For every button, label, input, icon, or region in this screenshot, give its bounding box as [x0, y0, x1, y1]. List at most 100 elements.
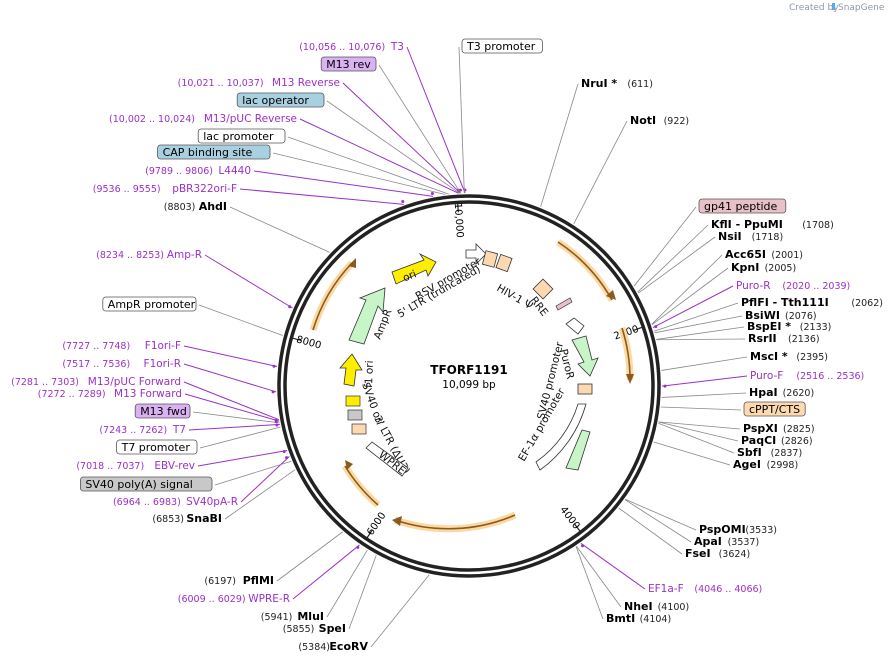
- leader-line: [653, 441, 731, 466]
- site-label-s12[interactable]: RsrII(2136): [748, 332, 820, 345]
- enzyme-name: BspEI *: [747, 320, 791, 333]
- site-label-s9[interactable]: PflFI - Tth111I(2062): [741, 296, 883, 309]
- site-label-s30[interactable]: WPRE-R(6009 .. 6029): [178, 593, 290, 605]
- leader-line: [576, 546, 622, 608]
- site-label-s46[interactable]: pBR322ori-F(9536 .. 9555): [93, 183, 237, 195]
- enzyme-name: NsiI: [718, 230, 742, 243]
- site-label-s27[interactable]: EcoRV(5384): [298, 640, 368, 653]
- site-label-s26[interactable]: BmtI(4104): [606, 612, 671, 625]
- site-label-s25[interactable]: NheI(4100): [624, 600, 689, 613]
- site-label-s43[interactable]: AmpR promoter: [102, 296, 197, 312]
- site-label-s10[interactable]: BsiWI(2076): [745, 309, 817, 322]
- site-label-s5[interactable]: NsiI(1718): [718, 230, 783, 243]
- site-label-s22[interactable]: ApaI(3537): [694, 535, 759, 548]
- arrowhead-2: [626, 374, 634, 384]
- site-label-s14[interactable]: Puro-F(2516 .. 2536): [750, 370, 864, 382]
- site-label-s54[interactable]: T3(10,056 .. 10,076): [299, 41, 404, 53]
- site-label-s33[interactable]: SV40pA-R(6964 .. 6983): [113, 496, 238, 508]
- ltr-box-1: [481, 250, 499, 268]
- site-label-s16[interactable]: cPPT/CTS: [743, 401, 806, 417]
- leader-line: [656, 338, 746, 341]
- site-label-s7[interactable]: KpnI(2005): [731, 261, 796, 274]
- primer-name: M13/pUC Forward: [88, 376, 181, 388]
- feature-box-label: lac operator: [242, 94, 309, 107]
- site-label-s42[interactable]: F1ori-F(7727 .. 7748): [62, 340, 181, 352]
- leader-line: [326, 549, 368, 618]
- primer-name: Puro-F: [750, 370, 783, 382]
- feature-box-label: cPPT/CTS: [749, 403, 800, 416]
- feature-box: [80, 476, 213, 492]
- site-label-s15[interactable]: HpaI(2620): [749, 386, 814, 399]
- site-label-s38[interactable]: M13 fwd: [134, 403, 191, 419]
- site-label-s24[interactable]: EF1a-F (4046 .. 4066): [648, 583, 762, 595]
- site-label-s50[interactable]: M13/pUC Reverse(10,002 .. 10,024): [109, 113, 297, 125]
- leader-line: [287, 136, 449, 195]
- site-label-s6[interactable]: Acc65I(2001): [725, 248, 803, 261]
- primer-name: Puro-R: [736, 280, 771, 292]
- site-label-s36[interactable]: T7 promoter: [116, 439, 198, 455]
- site-label-s4[interactable]: KflI - PpuMI(1708): [711, 218, 834, 231]
- enzyme-name: PspXI: [743, 422, 778, 435]
- site-label-s8[interactable]: Puro-R(2020 .. 2039): [736, 280, 850, 292]
- enzyme-position: (5941): [261, 612, 293, 623]
- site-label-s31[interactable]: PflMI(6197): [204, 574, 274, 587]
- tick-mark: [457, 202, 459, 213]
- enzyme-position: (4104): [640, 614, 672, 625]
- leader-line: [625, 498, 697, 531]
- leader-line: [540, 83, 579, 207]
- site-label-s48[interactable]: CAP binding site: [157, 144, 271, 160]
- leader-line: [661, 392, 747, 398]
- site-label-s45[interactable]: AhdI(8803): [164, 200, 227, 213]
- primer-name: EF1a-F: [648, 583, 684, 595]
- site-label-s55[interactable]: T3 promoter: [461, 38, 543, 54]
- site-label-s47[interactable]: L4440(9789 .. 9806): [145, 165, 251, 177]
- tick-mark: [574, 523, 582, 533]
- leader-line: [198, 304, 283, 336]
- enzyme-name: PspOMI: [699, 523, 746, 536]
- site-label-s28[interactable]: SpeI(5855): [283, 622, 346, 635]
- ampr-arrow: [348, 287, 386, 345]
- site-label-s13[interactable]: MscI *(2395): [750, 350, 828, 363]
- enzyme-position: (5855): [283, 624, 315, 635]
- primer-position: (4046 .. 4066): [694, 584, 762, 595]
- site-label-s51[interactable]: lac operator: [236, 92, 325, 108]
- leader-line: [654, 315, 743, 334]
- site-label-s18[interactable]: PaqCI(2826): [741, 434, 813, 447]
- leader-line: [624, 499, 692, 543]
- site-label-s29[interactable]: MluI(5941): [261, 610, 324, 623]
- site-label-s34[interactable]: SV40 poly(A) signal: [80, 476, 213, 492]
- site-label-s37[interactable]: T7(7243 .. 7262): [99, 424, 186, 436]
- leader-line: [229, 206, 330, 253]
- orf-arrowheads: [345, 258, 634, 526]
- site-label-s17[interactable]: PspXI(2825): [743, 422, 815, 435]
- primer-position: (7281 .. 7303): [11, 377, 79, 388]
- leader-line: [239, 188, 404, 205]
- feature-box: [743, 401, 806, 417]
- enzyme-position: (2395): [796, 352, 828, 363]
- site-label-s35[interactable]: EBV-rev(7018 .. 7037): [76, 460, 195, 472]
- site-label-s20[interactable]: AgeI(2998): [733, 458, 798, 471]
- site-label-s39[interactable]: M13 Forward(7272 .. 7289): [38, 388, 182, 400]
- site-label-s19[interactable]: SbfI(2837): [737, 446, 802, 459]
- leader-line: [618, 507, 683, 555]
- leader-line: [184, 393, 280, 422]
- leader-line: [214, 460, 292, 486]
- ef1a-green-arrow: [565, 429, 591, 471]
- site-label-s3[interactable]: gp41 peptide: [698, 198, 787, 214]
- leader-line: [342, 82, 461, 194]
- site-label-s23[interactable]: FseI(3624): [685, 547, 750, 560]
- primer-name: F1ori-F: [145, 340, 181, 352]
- site-label-s32[interactable]: SnaBI(6853): [152, 512, 222, 525]
- site-label-s21[interactable]: PspOMI(3533): [699, 523, 777, 536]
- site-label-s44[interactable]: Amp-R(8234 .. 8253): [96, 249, 202, 261]
- site-label-s40[interactable]: M13/pUC Forward (7281 .. 7303): [11, 376, 181, 388]
- site-label-s11[interactable]: BspEI *(2133): [747, 320, 831, 333]
- site-label-s41[interactable]: F1ori-R(7517 .. 7536): [62, 358, 181, 370]
- feature-box-label: M13 rev: [326, 58, 371, 71]
- backbone-outer-ring: [277, 194, 661, 578]
- site-label-s53[interactable]: M13 rev: [320, 56, 377, 72]
- site-label-s1[interactable]: NruI *(611): [581, 77, 653, 90]
- site-label-s49[interactable]: lac promoter: [197, 128, 286, 144]
- site-label-s2[interactable]: NotI(922): [630, 114, 689, 127]
- site-label-s52[interactable]: M13 Reverse(10,021 .. 10,037): [178, 77, 340, 89]
